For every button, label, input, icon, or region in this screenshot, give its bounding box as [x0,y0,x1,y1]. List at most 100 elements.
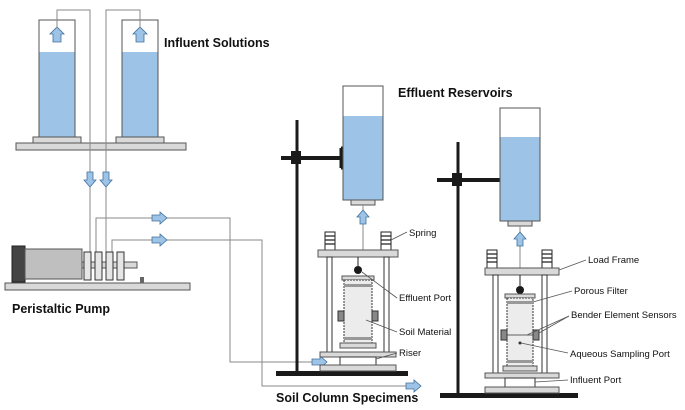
bender-element-leader [538,315,570,334]
peristaltic-pump-label: Peristaltic Pump [12,302,110,316]
influent-cylinder-2-arrow-icon [132,26,148,43]
soil-column-2-porous-bottom [507,360,533,363]
spring-1-left-coil [325,235,335,245]
pump-base [4,282,191,291]
spring-2-right [541,249,553,269]
load-frame-2-top-plate [484,267,560,276]
load-frame-1-post-left [326,256,333,353]
stand-2-clamp-knob [452,173,462,186]
tube-to-column-2 [111,239,413,387]
load-frame-2-base [484,386,560,394]
down-arrow-icon [83,171,97,188]
load-frame-label: Load Frame [588,255,639,266]
bender-sensor-1-right [371,310,379,322]
influent-cylinder-1-base [32,136,82,144]
soil-column-1-porous-bottom [344,337,372,340]
pump-head-4 [116,251,125,281]
soil-column-specimens-label: Soil Column Specimens [276,391,418,405]
porous-filter-2 [507,301,533,304]
load-frame-leader [558,259,587,271]
aqueous-sampling-port-2 [518,341,522,345]
pump-motor [24,248,83,280]
stand-1-clamp-knob [291,151,301,164]
pump-head-2 [94,251,103,281]
effluent-port-1 [354,266,362,274]
stand-2-clamp-arm [437,178,502,182]
down-arrow-icon [99,171,113,188]
soil-column-2-bottom [502,365,538,372]
effluent-reservoirs-label: Effluent Reservoirs [398,86,513,100]
up-arrow-icon [513,231,527,247]
stand-1-clamp-arm [281,156,341,160]
porous-filter-leader [532,290,573,303]
effluent-port-label: Effluent Port [399,293,451,304]
spring-leader [390,231,408,241]
aqueous-sampling-port-label: Aqueous Sampling Port [570,349,670,360]
soil-column-1-group: Spring Effluent Port Soil Material Riser [276,85,451,376]
pump-motor-cap [11,245,26,283]
pump-head-1 [83,251,92,281]
load-frame-2-post-left [492,274,499,374]
load-frame-2-post-right [541,274,548,374]
tubing-group [56,9,413,387]
soil-column-1-bottom [339,342,377,349]
up-arrow-icon [356,209,370,225]
spring-2-left-coil [487,253,497,263]
riser-1-block [339,356,377,366]
aqueous-sampling-leader [520,342,569,354]
spring-1-right-coil [381,235,391,245]
right-arrow-icon [405,379,422,393]
riser-label: Riser [399,348,421,359]
peristaltic-pump-group: Peristaltic Pump [4,245,191,316]
spring-1-left [324,231,336,251]
soil-column-2-body [506,297,534,367]
soil-column-1-porous-top [344,284,372,287]
influent-shelf [15,142,187,151]
influent-cylinder-2-base [115,136,165,144]
spring-1-right [380,231,392,251]
influent-port-2-block [504,377,536,388]
effluent-reservoir-2-liquid [500,137,540,221]
bender-sensor-2-left [500,329,508,341]
pump-head-3 [105,251,114,281]
effluent-reservoir-1-liquid [343,116,383,200]
pump-stand [140,277,144,283]
effluent-port-leader [361,271,398,299]
bender-element-leader-2 [526,315,570,336]
influent-cylinder-2-liquid [122,52,158,137]
influent-cylinder-1-liquid [39,52,75,137]
load-frame-1-top-plate [317,249,399,258]
tube-influent-2 [105,9,141,258]
effluent-port-2 [516,286,524,294]
tube-influent-1 [56,9,91,258]
soil-column-2-group: Load Frame Porous Filter Bender Element … [437,107,677,398]
right-arrow-icon [151,211,168,225]
load-frame-2-bottom-plate [484,372,560,379]
soil-material-leader [365,319,398,333]
influent-solutions-label: Influent Solutions [164,36,270,50]
stand-2-base [440,393,578,398]
effluent-reservoir-1-base [350,199,376,206]
bender-sensor-1-left [337,310,345,322]
influent-solutions-group: Influent Solutions [15,19,270,151]
soil-column-1-cap [341,275,375,281]
soil-material-label: Soil Material [399,327,451,338]
soil-column-1-body [343,279,373,344]
influent-cylinder-1-arrow-icon [49,26,65,43]
porous-filter-label: Porous Filter [574,286,628,297]
bender-element-sensors-label: Bender Element Sensors [571,310,677,321]
influent-port-leader [534,379,569,383]
soil-column-2-cap [504,293,536,299]
flow-arrows-group [83,171,422,393]
stand-1-base [276,371,408,376]
spring-label: Spring [409,228,436,239]
right-arrow-icon [151,233,168,247]
influent-port-label: Influent Port [570,375,622,386]
spring-2-right-coil [542,253,552,263]
effluent-reservoir-2-base [507,220,533,227]
riser-leader [375,352,398,360]
spring-2-left [486,249,498,269]
load-frame-1-post-right [383,256,390,353]
riser-1-base [319,364,397,372]
